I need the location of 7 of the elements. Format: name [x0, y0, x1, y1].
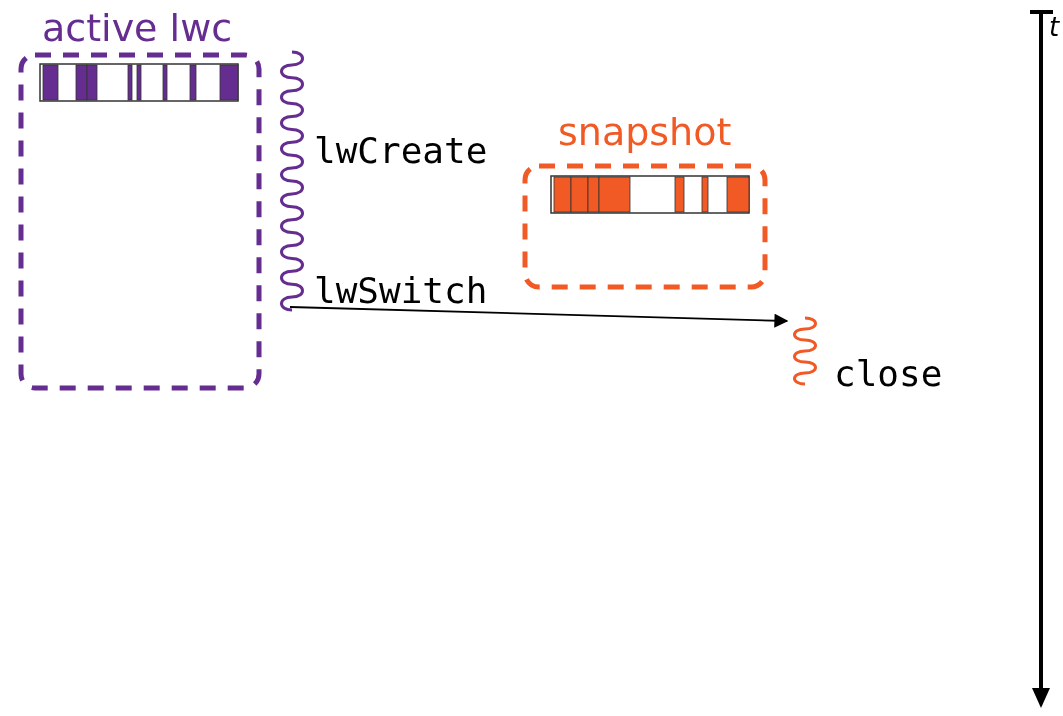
- event-label: close: [834, 354, 943, 394]
- arrow: [289, 306, 789, 328]
- group-title: active lwc: [42, 6, 233, 50]
- group-title: snapshot: [558, 110, 732, 154]
- axis-label: t: [1049, 12, 1060, 42]
- event-label: lwCreate: [314, 131, 488, 171]
- event-label: lwSwitch: [314, 271, 488, 311]
